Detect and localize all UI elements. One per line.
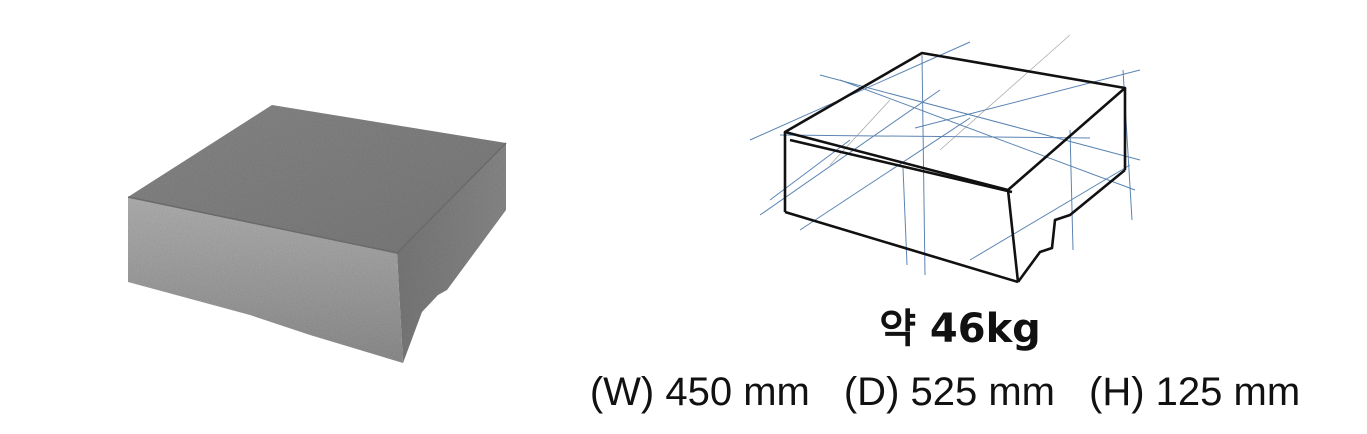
width-dimension: (W) 450 mm (589, 370, 810, 414)
depth-dimension: (D) 525 mm (843, 370, 1055, 414)
block-line-sketch (749, 34, 1141, 284)
height-dimension: (H) 125 mm (1089, 370, 1301, 414)
dimensions-row: (W) 450 mm (D) 525 mm (H) 125 mm (560, 368, 1330, 416)
weight-label: 약 46kg (879, 306, 1041, 352)
concrete-block-photo (127, 105, 507, 363)
